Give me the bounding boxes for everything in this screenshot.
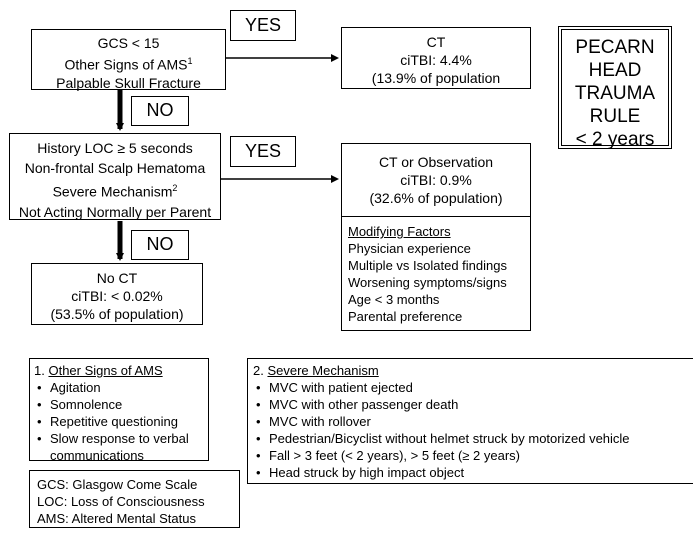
title-line3: TRAUMA <box>574 83 656 104</box>
criteria2-mechanism: Severe Mechanism2 <box>52 183 178 200</box>
noct-citbi: ciTBI: < 0.02% <box>71 288 163 304</box>
mechanism-note-box: 2. Severe Mechanism MVC with patient eje… <box>247 358 693 484</box>
mechanism-item: Head struck by high impact object <box>253 464 689 481</box>
mechanism-item: MVC with patient ejected <box>253 379 689 396</box>
criteria1-gcs: GCS < 15 <box>97 35 160 51</box>
title-line5: < 2 years <box>575 129 655 150</box>
criteria1-box: GCS < 15 Other Signs of AMS1 Palpable Sk… <box>31 29 226 91</box>
criteria2-acting: Not Acting Normally per Parent <box>18 203 212 220</box>
modifying-factors: Modifying Factors Physician experience M… <box>342 217 530 325</box>
modifying-item: Parental preference <box>348 309 463 324</box>
mechanism-item: Fall > 3 feet (< 2 years), > 5 feet (≥ 2… <box>253 447 689 464</box>
mechanism-item: MVC with rollover <box>253 413 689 430</box>
ct-box: CT ciTBI: 4.4% (13.9% of population <box>341 27 531 89</box>
noct-population: (53.5% of population) <box>50 306 184 322</box>
ams-item: Repetitive questioning <box>34 413 204 430</box>
noct-title: No CT <box>96 270 138 286</box>
criteria1-skull: Palpable Skull Fracture <box>56 74 201 91</box>
ams-item: Somnolence <box>34 396 204 413</box>
ams-item: Slow response to verbal communications <box>34 430 204 464</box>
ct-obs-box: CT or Observation ciTBI: 0.9% (32.6% of … <box>341 143 531 331</box>
criteria2-loc: History LOC ≥ 5 seconds <box>37 140 193 156</box>
modifying-title: Modifying Factors <box>348 224 451 239</box>
modifying-item: Physician experience <box>348 241 471 256</box>
ams-note-heading: 1. Other Signs of AMS <box>34 363 163 378</box>
ctobs-title: CT or Observation <box>378 154 494 170</box>
title-line4: RULE <box>589 106 641 127</box>
ams-note-box: 1. Other Signs of AMS Agitation Somnolen… <box>29 358 209 464</box>
no-ct-box: No CT ciTBI: < 0.02% (53.5% of populatio… <box>31 263 203 325</box>
title-box: PECARN HEAD TRAUMA RULE < 2 years <box>558 26 672 150</box>
no2-label: NO <box>131 230 189 260</box>
modifying-item: Worsening symptoms/signs <box>348 275 507 290</box>
ams-item: Agitation <box>34 379 204 396</box>
ctobs-population: (32.6% of population) <box>369 190 503 206</box>
criteria2-hematoma: Non-frontal Scalp Hematoma <box>24 160 206 176</box>
modifying-item: Multiple vs Isolated findings <box>348 258 507 273</box>
criteria2-box: History LOC ≥ 5 seconds Non-frontal Scal… <box>9 133 221 220</box>
mechanism-note-heading: 2. Severe Mechanism <box>253 363 379 378</box>
mechanism-item: MVC with other passenger death <box>253 396 689 413</box>
title-line1: PECARN <box>575 37 655 58</box>
title-line2: HEAD <box>588 60 642 81</box>
modifying-item: Age < 3 months <box>348 292 440 307</box>
abbrev-ams: AMS: Altered Mental Status <box>37 511 196 526</box>
ctobs-citbi: ciTBI: 0.9% <box>400 172 472 188</box>
yes1-label: YES <box>230 10 296 41</box>
abbrev-loc: LOC: Loss of Consciousness <box>37 494 205 509</box>
yes2-label: YES <box>230 136 296 167</box>
abbrev-gcs: GCS: Glasgow Come Scale <box>37 477 198 492</box>
ct-citbi: ciTBI: 4.4% <box>400 52 472 68</box>
ct-title: CT <box>426 34 446 50</box>
ct-population: (13.9% of population <box>371 70 501 86</box>
mechanism-item: Pedestrian/Bicyclist without helmet stru… <box>253 430 689 447</box>
criteria1-ams: Other Signs of AMS1 <box>64 56 193 73</box>
no1-label: NO <box>131 96 189 126</box>
abbreviations-box: GCS: Glasgow Come Scale LOC: Loss of Con… <box>29 470 240 528</box>
